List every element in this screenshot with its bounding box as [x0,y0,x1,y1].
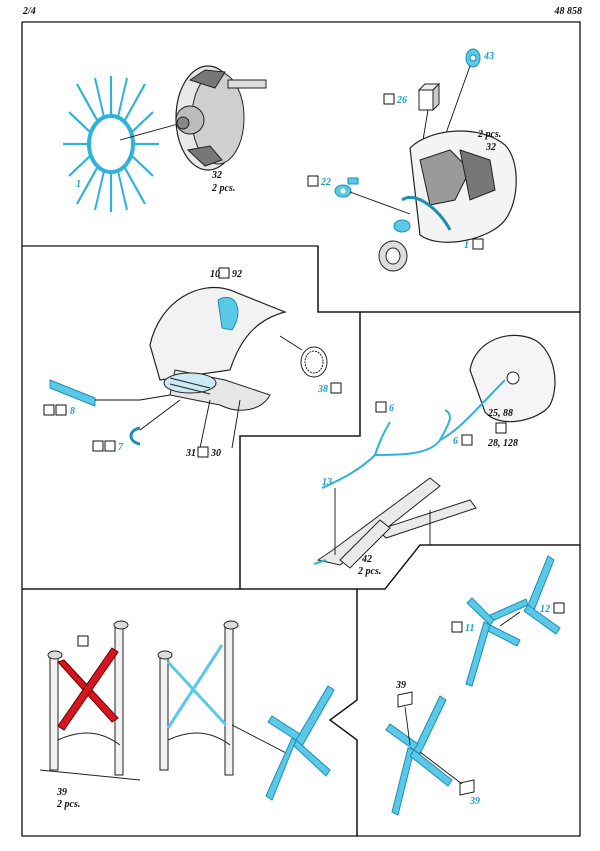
radial-engine-right [378,130,517,272]
label-part-8: 8 [70,406,75,417]
label-part-31: 31 [185,448,196,459]
etched-star-middle [465,597,521,687]
etched-cable-parts [321,379,506,489]
label-part-39-top: 39 [395,680,406,691]
label-part-10: 10 [210,269,220,280]
frame-drawing [313,477,477,569]
page-number: 2/4 [23,6,36,17]
label-part-6-right: 6 [453,436,458,447]
wheel-drawing [469,334,556,423]
label-engine-part: 32 [211,170,222,181]
etched-grille-part-38 [300,346,328,378]
part-26-block [417,82,441,112]
label-part-22: 22 [320,177,331,188]
etched-disc-part-43 [465,48,481,68]
label-part-38: 38 [317,384,328,395]
label-engine-part-right: 32 [485,142,496,153]
etched-star-bottom [385,695,453,816]
frame-with-red-brace [39,620,141,781]
radial-engine-left [175,65,267,171]
label-part-11: 11 [465,623,474,634]
label-part-7: 7 [118,442,124,453]
panel-1-engine: 1 32 2 pcs. 43 26 [63,48,517,272]
etched-tab-bottom [459,779,475,796]
label-part-92: 92 [232,269,242,280]
label-engine-qty: 2 pcs. [211,183,235,194]
label-engine-qty-right: 2 pcs. [477,129,501,140]
label-frame-part: 42 [361,554,372,565]
label-part-30: 30 [210,448,221,459]
label-part-26: 26 [396,95,407,106]
label-part-13: 13 [322,477,332,488]
label-part-1-right: 1 [464,240,469,251]
label-part-39: 39 [56,787,67,798]
label-part-1: 1 [76,179,81,190]
panel-4-bracing: 39 2 pcs. [39,620,335,810]
label-part-39-bottom: 39 [469,796,480,807]
kit-number: 48 858 [554,6,583,17]
cowling-drawing [149,286,287,411]
label-part-43: 43 [483,51,494,62]
label-part-39-qty: 2 pcs. [56,799,80,810]
panel-3-frame: 25, 88 28, 128 6 6 13 42 2 pcs. [313,334,556,577]
label-wheel-parts-b: 28, 128 [487,438,518,449]
etched-star-top-right [487,555,561,635]
label-part-6-top: 6 [389,403,394,414]
etched-clip-part-7 [129,426,141,446]
frame-with-blue-brace [157,620,239,776]
panel-5-stars: 12 11 39 3 [385,555,565,816]
label-wheel-parts: 25, 88 [487,408,513,419]
etched-tab-top [397,691,413,708]
etched-strip-part-8 [49,379,96,407]
etched-star-part [265,685,335,801]
panel-frames [21,21,581,837]
label-frame-qty: 2 pcs. [357,566,381,577]
etched-ring-part-1 [63,76,159,212]
etched-ring-part-22 [334,177,411,233]
panel-2-cowling: 10 92 38 8 7 31 [43,267,342,459]
label-part-12: 12 [540,604,550,615]
